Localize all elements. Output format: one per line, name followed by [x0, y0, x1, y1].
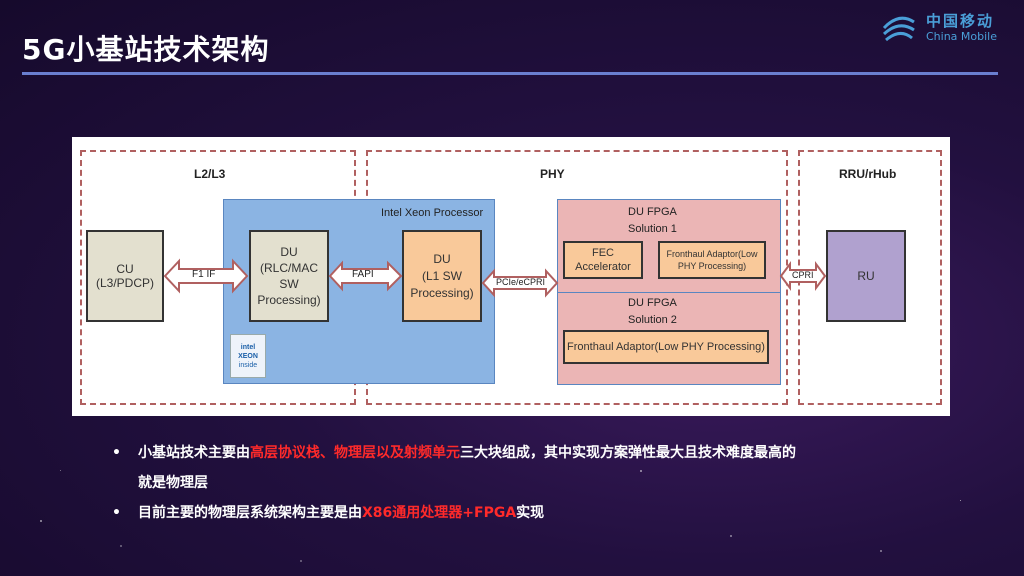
logo-text-en: China Mobile	[926, 30, 998, 43]
cu-title: CU	[116, 262, 134, 276]
fapi-label: FAPI	[352, 269, 374, 280]
cu-box: CU (L3/PDCP)	[86, 230, 164, 322]
fronthaul-adaptor-box-1: Fronthaul Adaptor(Low PHY Processing)	[658, 241, 766, 279]
du-rlc-line3: SW	[279, 277, 299, 291]
architecture-diagram: L2/L3 PHY RRU/rHub CU (L3/PDCP) Intel Xe…	[72, 137, 950, 416]
sparkle-dot	[640, 470, 642, 472]
badge-intel-text: intel	[240, 343, 256, 351]
badge-xeon-text: XEON	[238, 352, 258, 360]
du-l1-box: DU (L1 SW Processing)	[402, 230, 482, 322]
bullet-2-pre: 目前主要的物理层系统架构主要是由	[138, 505, 362, 521]
logo-text-cn: 中国移动	[926, 12, 995, 30]
sparkle-dot	[960, 500, 961, 501]
ru-label: RU	[857, 269, 875, 283]
bullet-2-post: 实现	[516, 505, 545, 521]
bullet-1-line2: 就是物理层	[138, 475, 208, 491]
cpri-label: CPRI	[792, 270, 814, 280]
bullet-list: • 小基站技术主要由高层协议栈、物理层以及射频单元三大块组成，其中实现方案弹性最…	[112, 438, 952, 528]
du-rlc-mac-box: DU (RLC/MAC SW Processing)	[249, 230, 329, 322]
f1-if-label: F1 IF	[192, 269, 216, 280]
fpga1-subtitle: Solution 1	[628, 223, 677, 235]
du-rlc-line1: DU	[280, 245, 298, 259]
sparkle-dot	[880, 550, 882, 552]
fronthaul1-line2: PHY Processing)	[677, 261, 747, 271]
fec-line2: Accelerator	[575, 261, 631, 273]
fronthaul1-line1: Fronthaul Adaptor(Low	[666, 249, 758, 259]
du-l1-line2: (L1 SW	[421, 268, 462, 283]
china-mobile-logo: 中国移动 China Mobile	[878, 8, 1018, 50]
fpga1-title: DU FPGA	[628, 206, 677, 218]
ru-box: RU	[826, 230, 906, 322]
sparkle-dot	[40, 520, 42, 522]
bullet-1-post: 三大块组成，其中实现方案弹性最大且技术难度最高的	[460, 445, 796, 461]
bullet-symbol: •	[112, 445, 121, 461]
sparkle-dot	[730, 535, 732, 537]
zone-label-rru: RRU/rHub	[839, 167, 897, 181]
bullet-symbol: •	[112, 505, 121, 521]
china-mobile-logo-icon	[882, 16, 915, 42]
intel-xeon-label: Intel Xeon Processor	[381, 207, 484, 219]
fpga-divider	[557, 292, 781, 293]
bullet-1-highlight: 高层协议栈、物理层以及射频单元	[250, 445, 460, 461]
pcie-label: PCIe/eCPRI	[496, 277, 546, 287]
fpga2-title: DU FPGA	[628, 297, 677, 309]
du-l1-line3: Processing)	[410, 285, 474, 300]
title-underline	[22, 72, 998, 75]
fpga2-subtitle: Solution 2	[628, 314, 677, 326]
sparkle-dot	[120, 545, 122, 547]
fec-accelerator-box: FEC Accelerator	[563, 241, 643, 279]
badge-inside-text: inside	[238, 361, 258, 369]
sparkle-dot	[300, 560, 302, 562]
fronthaul2-text: Fronthaul Adaptor(Low PHY Processing)	[567, 341, 765, 353]
du-rlc-line2: (RLC/MAC	[259, 261, 318, 275]
bullet-item: • 目前主要的物理层系统架构主要是由X86通用处理器+FPGA实现	[112, 498, 952, 528]
fronthaul-adaptor-box-2: Fronthaul Adaptor(Low PHY Processing)	[563, 330, 769, 364]
bullet-2-highlight: X86通用处理器+FPGA	[362, 505, 517, 521]
zone-label-l2l3: L2/L3	[194, 167, 226, 181]
sparkle-dot	[60, 470, 61, 471]
slide-title: 5G小基站技术架构	[22, 33, 270, 66]
du-l1-line1: DU	[433, 251, 451, 266]
bullet-1-pre: 小基站技术主要由	[138, 445, 250, 461]
fec-line1: FEC	[592, 247, 614, 259]
bullet-item: • 小基站技术主要由高层协议栈、物理层以及射频单元三大块组成，其中实现方案弹性最…	[112, 438, 952, 498]
zone-label-phy: PHY	[540, 167, 565, 181]
cu-subtitle: (L3/PDCP)	[95, 276, 154, 290]
intel-xeon-badge: intel XEON inside	[230, 334, 266, 378]
du-rlc-line4: Processing)	[257, 293, 321, 307]
